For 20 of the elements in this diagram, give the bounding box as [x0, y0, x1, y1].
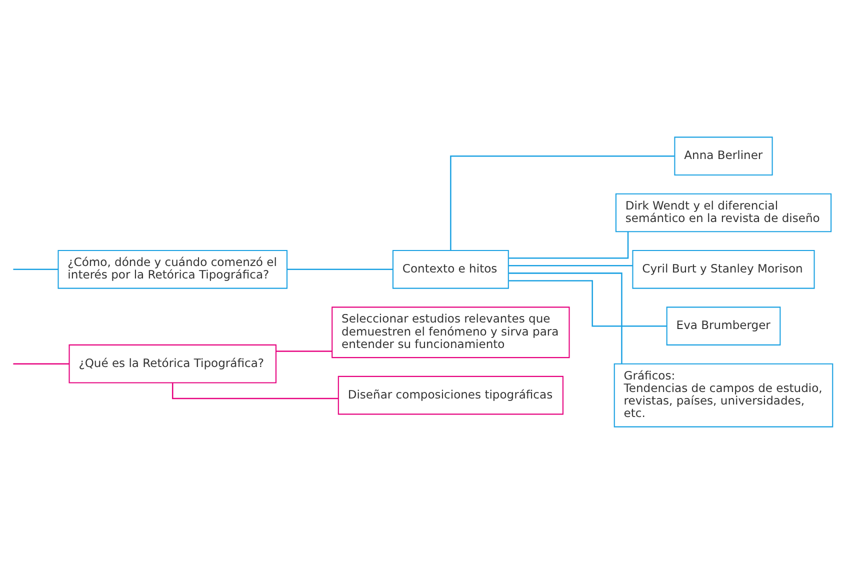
connector: [13, 362, 70, 364]
connector: [172, 382, 338, 399]
node-box: Cyril Burt y Stanley Morison: [632, 250, 815, 288]
node-box: ¿Qué es la Retórica Tipográfica?: [68, 344, 276, 383]
connector: [508, 272, 622, 364]
node-box: Contexto e hitos: [392, 250, 509, 288]
node-box: Dirk Wendt y el diferencial semántico en la revista de diseño: [615, 192, 832, 232]
node-box: Gráficos: Tendencias de campos de estudio, revistas, países, universidades, etc.: [614, 362, 834, 427]
node-box: ¿Cómo, dónde y cuándo comenzó el interés por la Retórica Tipográfica?: [58, 250, 288, 288]
node-box: Seleccionar estudios relevantes que demuestren el fenómeno y sirva para entender su funcionamiento: [332, 306, 570, 358]
node-box: Anna Berliner: [674, 136, 773, 175]
connector: [13, 268, 58, 270]
connector: [508, 280, 667, 326]
connector: [450, 154, 674, 250]
connector: [508, 231, 629, 258]
connector: [276, 350, 332, 352]
node-box: Eva Brumberger: [666, 306, 781, 345]
connector: [287, 268, 393, 270]
connector: [508, 264, 633, 266]
node-box: Diseñar composiciones tipográficas: [338, 375, 564, 414]
